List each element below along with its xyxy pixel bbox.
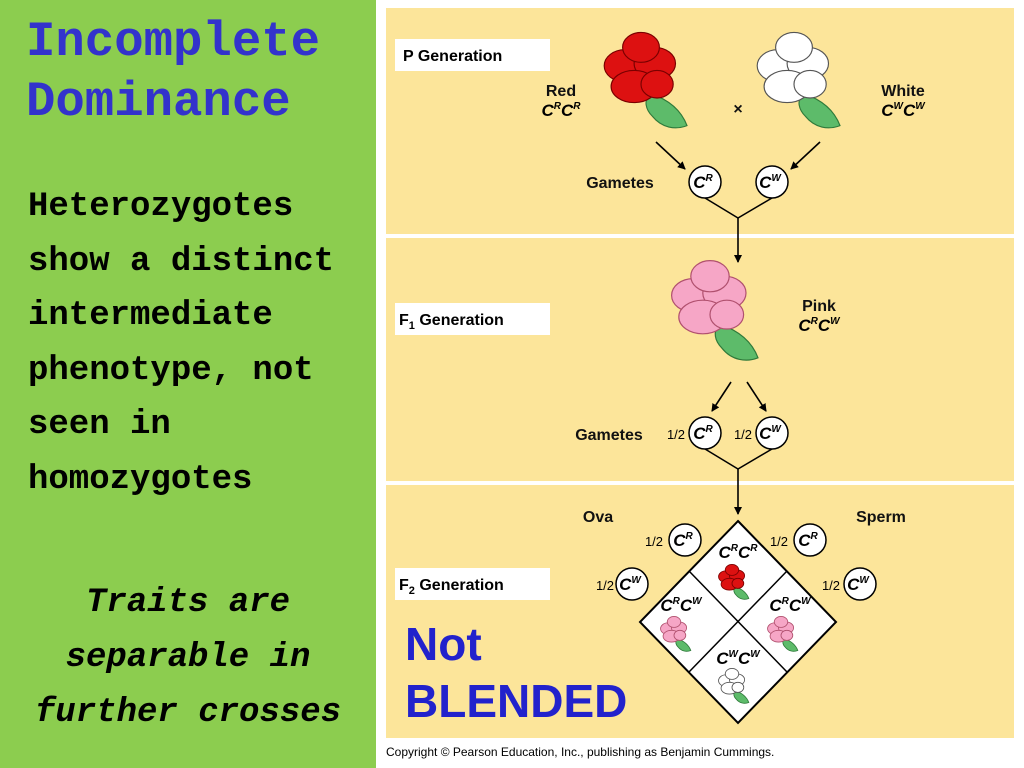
punnett-square: CRCR CRCW CRCW CWCW — [638, 519, 838, 725]
not-blended-callout: Not BLENDED — [405, 616, 627, 730]
ova-cw-label: CW — [619, 575, 642, 594]
f1-generation-label: F1 Generation — [399, 312, 504, 332]
sperm-cw-circle — [843, 567, 877, 601]
f1-gamete-cw-label: CW — [759, 424, 782, 443]
ova-cr-circle — [668, 523, 702, 557]
f2-generation-label-box — [395, 568, 550, 600]
f1-phenotype-label: Pink — [802, 298, 836, 315]
white-phenotype-label: White — [881, 83, 925, 100]
not-blended-line-1: Not — [405, 618, 482, 670]
red-phenotype-label: Red — [546, 83, 576, 100]
f2-generation-label: F2 Generation — [399, 577, 504, 597]
definition-text: Heterozygotes show a distinct intermedia… — [28, 180, 373, 507]
diagram-panel: P Generation F1 Generation F2 Generation… — [376, 0, 1024, 768]
italic-line: separable in — [65, 639, 311, 677]
body-line: homozygotes — [28, 460, 253, 499]
p-gametes-label: Gametes — [586, 175, 654, 192]
not-blended-line-2: BLENDED — [405, 675, 628, 727]
italic-line: Traits are — [85, 584, 291, 622]
body-line: seen in — [28, 406, 171, 444]
ova-cr-label: CR — [673, 531, 693, 550]
gamete-cw-label: CW — [759, 173, 782, 192]
offspring-genotype-left: CRCW — [660, 596, 703, 615]
arrow-f1-to-gamete-cw — [746, 381, 767, 412]
slide-title: Incomplete Dominance — [26, 12, 320, 132]
sperm-cr-circle — [793, 523, 827, 557]
f1-gamete-cr-label: CR — [693, 424, 713, 443]
f1-gametes-label: Gametes — [575, 427, 643, 444]
genetics-cross-diagram: P Generation F1 Generation F2 Generation… — [386, 8, 1014, 738]
arrow-f1-to-gamete-cr — [711, 381, 732, 412]
fraction-label: 1/2 — [770, 534, 788, 549]
f1-generation-label-box — [395, 303, 550, 335]
title-line-2: Dominance — [26, 74, 291, 130]
fraction-label: 1/2 — [734, 427, 752, 442]
arrow-red-to-gamete — [655, 141, 686, 170]
arrow-white-to-gamete — [790, 141, 821, 170]
fraction-label: 1/2 — [645, 534, 663, 549]
body-line: intermediate — [28, 297, 273, 335]
offspring-genotype-right: CRCW — [769, 596, 812, 615]
p-generation-label-box — [395, 39, 550, 71]
separable-traits-text: Traits are separable in further crosses — [0, 576, 376, 741]
white-genotype-label: CWCW — [881, 101, 926, 120]
offspring-genotype-bottom: CWCW — [716, 649, 761, 668]
offspring-genotype-top: CRCR — [718, 543, 758, 562]
p-generation-label: P Generation — [403, 48, 502, 65]
body-line: phenotype, not — [28, 351, 314, 390]
text-panel: Incomplete Dominance Heterozygotes show … — [0, 0, 376, 768]
sperm-label: Sperm — [856, 509, 906, 526]
punnett-divider — [688, 570, 788, 673]
fraction-label: 1/2 — [596, 578, 614, 593]
gamete-cr-label: CR — [693, 173, 713, 192]
ova-label: Ova — [583, 509, 613, 526]
sperm-cr-label: CR — [798, 531, 818, 550]
red-genotype-label: CRCR — [541, 101, 581, 120]
fraction-label: 1/2 — [667, 427, 685, 442]
sperm-cw-label: CW — [847, 575, 870, 594]
cross-symbol: × — [733, 101, 742, 118]
italic-line: further crosses — [34, 694, 342, 732]
f1-genotype-label: CRCW — [798, 316, 841, 335]
body-line: Heterozygotes — [28, 188, 294, 226]
ova-cw-circle — [615, 567, 649, 601]
body-line: show a distinct — [28, 242, 335, 281]
copyright-text: Copyright © Pearson Education, Inc., pub… — [386, 745, 775, 759]
title-line-1: Incomplete — [26, 14, 321, 70]
fraction-label: 1/2 — [822, 578, 840, 593]
